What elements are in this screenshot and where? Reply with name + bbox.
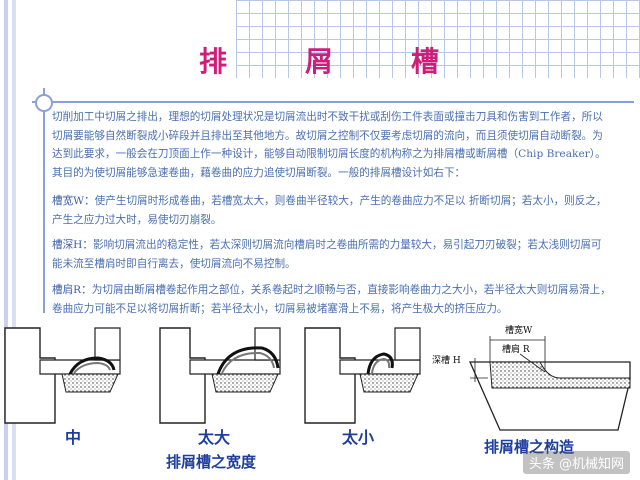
item-term: 槽宽W： <box>52 195 95 207</box>
caption-medium: 中 <box>65 428 82 447</box>
chip-breaker-figure: 槽宽W 槽肩 R 深槽 H <box>4 324 631 431</box>
title-char: 排 <box>198 45 229 78</box>
item-depth: 槽深H：影响切屑流出的稳定性，若太深则切屑流向槽肩时之卷曲所需的力量较大，易引起… <box>52 236 612 273</box>
item-term: 槽肩R： <box>52 284 92 296</box>
title-char: 屑 <box>304 45 335 78</box>
label-width: 槽宽W <box>505 324 533 336</box>
item-term: 槽深H： <box>52 239 94 251</box>
title-char: 槽 <box>411 45 442 78</box>
caption-too-small: 太小 <box>342 428 375 447</box>
tool-medium-diagram <box>4 327 121 424</box>
item-text: 为切屑由断屑槽卷起作用之部位，关系卷起时之顺畅与否，直接影响卷曲力之大小，若半径… <box>52 284 611 315</box>
chip-breaker-structure-diagram: 槽宽W 槽肩 R 深槽 H <box>432 324 631 431</box>
item-shoulder: 槽肩R：为切屑由断屑槽卷起作用之部位，关系卷起时之顺畅与否，直接影响卷曲力之大小… <box>52 281 612 318</box>
tool-too-small-diagram <box>304 327 421 424</box>
label-shoulder: 槽肩 R <box>502 343 530 355</box>
slide-title: 排屑槽 <box>0 40 640 80</box>
tool-too-large-diagram <box>159 327 281 424</box>
label-depth: 深槽 H <box>432 354 461 366</box>
header-grid-decor <box>236 0 640 78</box>
caption-groove-structure: 排屑槽之构造 <box>484 438 575 456</box>
item-text: 影响切屑流出的稳定性，若太深则切屑流向槽肩时之卷曲所需的力量较大，易引起刀刃破裂… <box>52 239 602 270</box>
item-width: 槽宽W：使产生切屑时形成卷曲，若槽宽太大，则卷曲半径较大，产生的卷曲应力不足以 … <box>52 192 612 229</box>
title-rule <box>32 101 634 103</box>
rule-ring-decor <box>35 94 53 112</box>
source-watermark: 头条 @机械知网 <box>522 451 630 474</box>
caption-groove-width: 排屑槽之宽度 <box>166 453 257 471</box>
caption-too-large: 太大 <box>198 428 231 447</box>
item-text: 使产生切屑时形成卷曲，若槽宽太大，则卷曲半径较大，产生的卷曲应力不足以 折断切屑… <box>52 195 607 226</box>
intro-paragraph: 切削加工中切屑之排出，理想的切屑处理状况是切屑流出时不致干扰或刮伤工件表面或撞击… <box>52 111 606 179</box>
margin-rule <box>43 88 45 313</box>
